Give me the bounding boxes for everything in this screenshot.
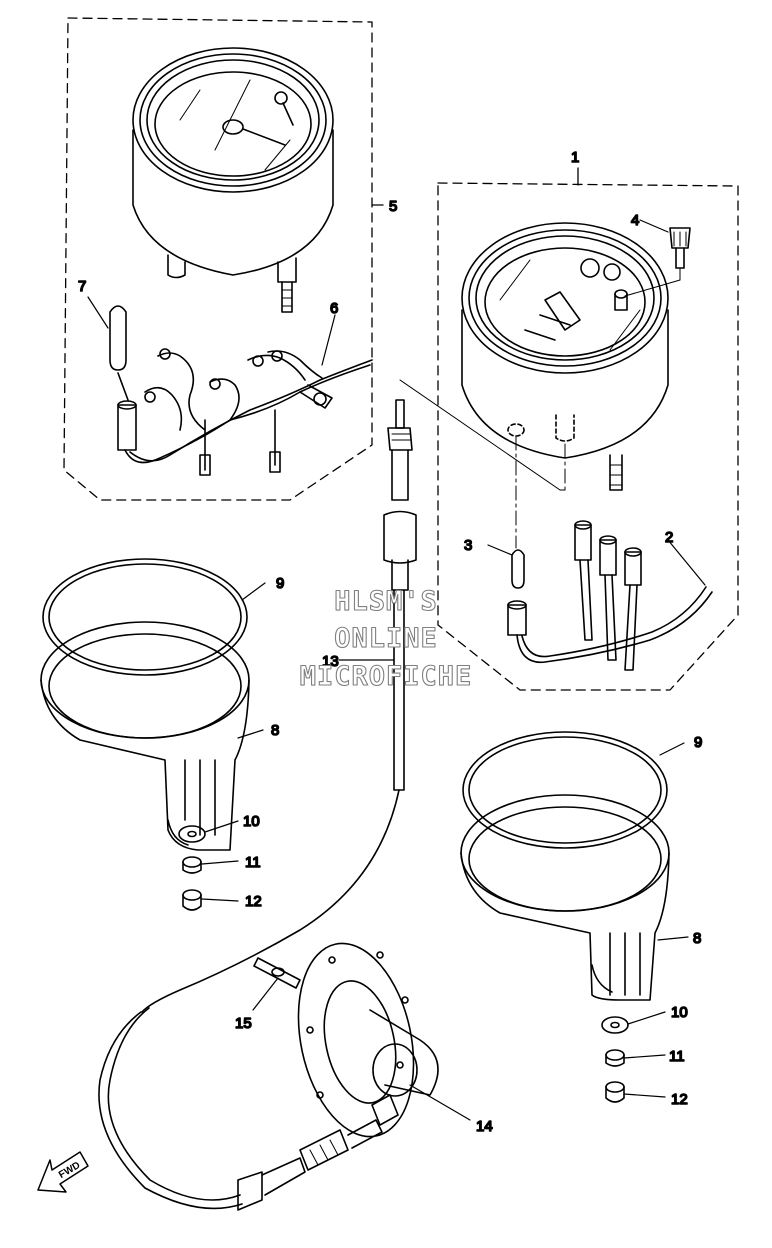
leader-cable-to-gauge: [399, 379, 566, 491]
wiring-harness-right: [507, 520, 713, 671]
assembly-guide-lines: [515, 435, 566, 549]
hardware-right: [601, 1016, 629, 1103]
gauge-right: [461, 222, 691, 491]
callout-2: 2: [665, 529, 673, 546]
callout-12-left: 12: [245, 893, 262, 910]
forward-direction-arrow: FWD: [37, 1151, 89, 1193]
watermark-line-1: HLSM'S: [334, 586, 438, 617]
callout-6: 6: [330, 300, 338, 317]
gauge-bracket-right: [460, 731, 670, 1001]
watermark-line-3: MICROFICHE: [300, 661, 473, 692]
assembly-boundary-5: [63, 17, 373, 501]
speedometer-cable: [98, 399, 417, 1211]
callout-13: 13: [322, 653, 339, 670]
callout-8-left: 8: [271, 722, 279, 739]
speedometer-drive-unit: [297, 942, 439, 1138]
callout-14: 14: [476, 1118, 493, 1135]
callout-3: 3: [464, 537, 472, 554]
watermark: HLSM'S ONLINE MICROFICHE: [299, 585, 473, 692]
callout-10-left: 10: [243, 813, 260, 830]
callout-8-right: 8: [693, 930, 701, 947]
callout-11-right: 11: [669, 1048, 685, 1065]
callout-11-left: 11: [245, 854, 261, 871]
assembly-boundary-1: [437, 182, 739, 691]
callout-9-left: 9: [276, 575, 284, 592]
gauge-upper-left: [132, 47, 334, 313]
leader-lines: [87, 219, 706, 1121]
callout-9-right: 9: [694, 734, 702, 751]
wiring-harness-upper: [109, 305, 373, 476]
callout-12-right: 12: [671, 1091, 688, 1108]
callout-4: 4: [631, 212, 639, 229]
callout-1: 1: [571, 149, 579, 166]
pin-15: [253, 957, 301, 989]
callout-7: 7: [78, 278, 86, 295]
watermark-line-2: ONLINE: [334, 623, 438, 654]
callout-10-right: 10: [671, 1004, 688, 1021]
hardware-left: [178, 825, 206, 911]
callout-5: 5: [389, 198, 397, 215]
gauge-bracket-left: [40, 558, 250, 851]
callout-15: 15: [235, 1015, 252, 1032]
